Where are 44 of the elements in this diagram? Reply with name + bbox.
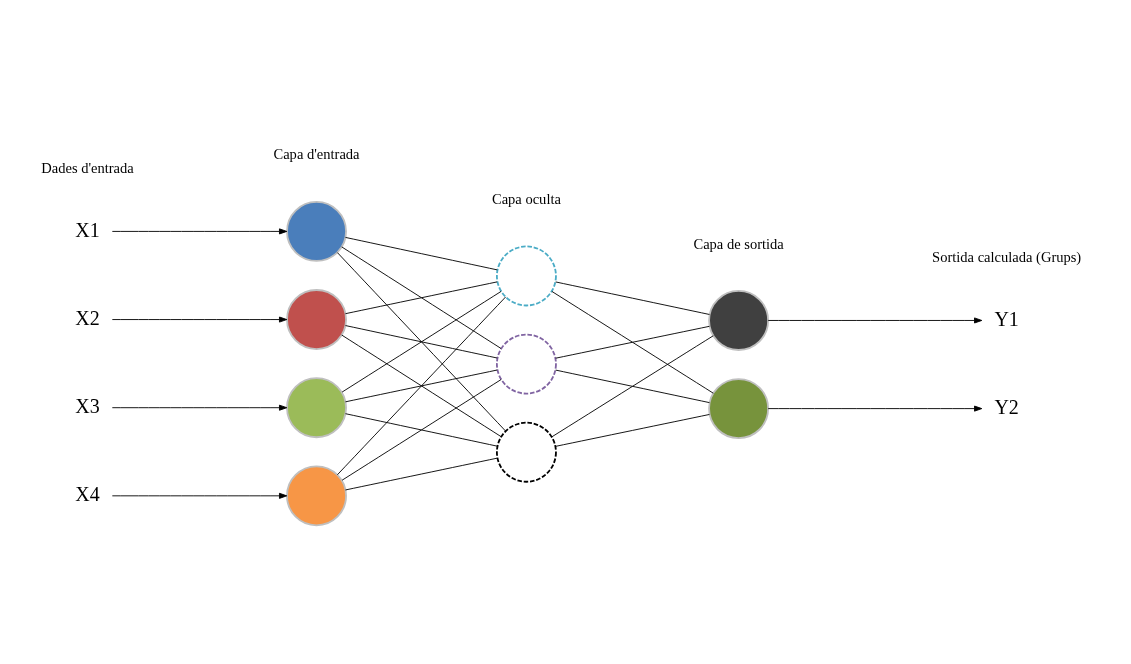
- connector: [345, 324, 498, 358]
- node-text: X3: [75, 394, 100, 417]
- arrow: [767, 316, 983, 323]
- node-text: X2: [75, 306, 100, 329]
- node-text: X4: [75, 482, 100, 505]
- connector: [555, 413, 710, 447]
- connector: [345, 412, 498, 447]
- arrow: [111, 404, 288, 411]
- node-circle: [708, 377, 770, 439]
- connector: [341, 378, 502, 481]
- node-circle: [496, 333, 557, 395]
- node-circle: [286, 200, 347, 262]
- node-text: Y1: [994, 307, 1019, 330]
- node-circle: [286, 464, 347, 526]
- label: Capa oculta: [491, 190, 561, 207]
- node-circle: [286, 376, 347, 438]
- connector: [341, 245, 502, 349]
- connector: [555, 281, 710, 315]
- connector: [345, 280, 498, 314]
- connector: [341, 290, 502, 392]
- node-text: X1: [75, 218, 100, 240]
- connector: [551, 290, 714, 394]
- node-circle: [496, 421, 557, 483]
- node-circle: [708, 289, 770, 351]
- node-circle: [286, 288, 347, 350]
- connector: [345, 369, 498, 402]
- connector: [336, 251, 507, 432]
- connector: [345, 457, 498, 490]
- connector: [336, 296, 507, 475]
- node-text: Y2: [994, 395, 1019, 418]
- label: Sortida calculada (Grups): [932, 248, 1082, 265]
- label: Dades d'entrada: [41, 159, 134, 176]
- connector: [345, 236, 498, 270]
- connector: [341, 334, 502, 437]
- arrow: [767, 405, 983, 412]
- arrow: [111, 227, 288, 234]
- connector: [551, 334, 714, 437]
- label: Capa d'entrada: [273, 145, 360, 162]
- connector: [555, 369, 710, 403]
- arrow: [111, 316, 288, 323]
- node-circle: [496, 245, 557, 306]
- arrow: [111, 492, 288, 499]
- connector: [555, 325, 710, 359]
- label: Capa de sortida: [693, 234, 784, 251]
